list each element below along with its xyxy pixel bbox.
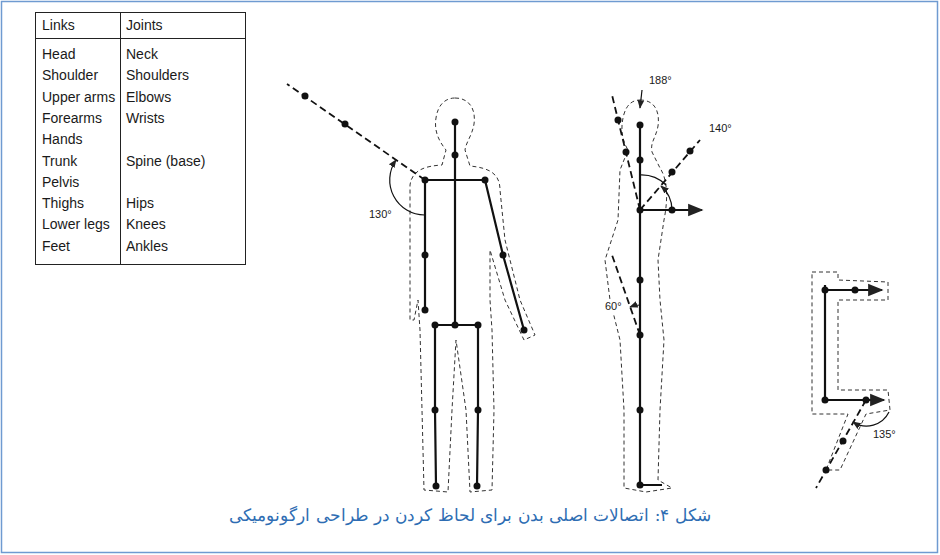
joint-name: Spine (base) [126,153,205,169]
angle-label: 135° [872,428,897,441]
joint-name: Hips [126,195,154,211]
link-name: Head [42,46,75,62]
table-header: Links [42,17,75,33]
link-name: Lower legs [42,216,110,232]
seated-figure [812,272,890,488]
angle-label: 188° [648,74,673,87]
joint-name: Elbows [126,89,171,105]
joint-name: Ankles [126,238,168,254]
joint-name: Shoulders [126,67,189,83]
angle-label: 60° [604,300,623,313]
link-name: Hands [42,131,82,147]
joint-name: Wrists [126,110,165,126]
front-figure [287,84,535,492]
link-name: Thighs [42,195,84,211]
angle-label: 130° [368,208,393,221]
link-name: Feet [42,238,70,254]
links-joints-table [36,13,246,265]
table-header: Joints [126,17,163,33]
link-name: Trunk [42,153,77,169]
link-name: Upper arms [42,89,115,105]
figure-caption: شکل ۴: اتصالات اصلی بدن برای لحاظ کردن د… [229,506,711,526]
link-name: Shoulder [42,67,98,83]
link-name: Forearms [42,110,102,126]
link-name: Pelvis [42,174,79,190]
joint-name: Knees [126,216,166,232]
joint-name: Neck [126,46,158,62]
side-figure [605,90,702,492]
angle-label: 140° [708,122,733,135]
